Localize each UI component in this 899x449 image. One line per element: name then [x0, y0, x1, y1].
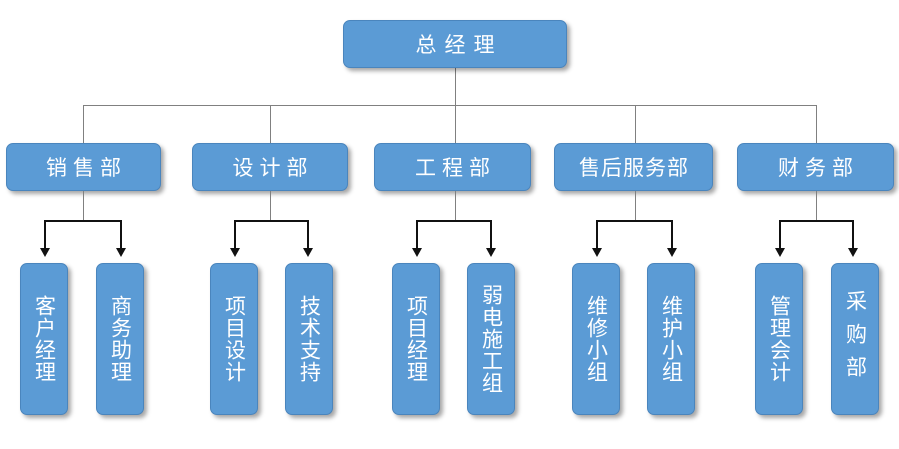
dept-connector-5	[816, 105, 817, 143]
unit-node-5-1: 管理会计	[755, 263, 803, 415]
dept-4-arrow-right-head	[667, 248, 677, 257]
dept-3-arrow-right-shaft	[490, 220, 492, 249]
dept-2-down-connector	[270, 191, 271, 221]
department-node-1: 销售部	[6, 143, 161, 191]
dept-3-down-connector	[455, 191, 456, 221]
unit-label: 技术支持	[297, 295, 322, 383]
unit-node-4-2: 维护小组	[647, 263, 695, 415]
dept-4-down-connector	[635, 191, 636, 221]
dept-1-split-line	[44, 220, 122, 222]
dept-4-arrow-right-shaft	[671, 220, 673, 249]
dept-2-split-line	[234, 220, 309, 222]
department-label: 工程部	[415, 156, 496, 180]
root-label: 总经理	[415, 33, 503, 57]
root-node: 总经理	[343, 20, 567, 68]
dept-5-arrow-right-shaft	[852, 220, 854, 249]
dept-2-arrow-right-head	[303, 248, 313, 257]
department-node-5: 财务部	[737, 143, 894, 191]
unit-label: 采购部	[843, 289, 868, 389]
unit-node-2-2: 技术支持	[285, 263, 333, 415]
unit-label: 维护小组	[659, 295, 684, 383]
root-connector	[455, 68, 456, 106]
unit-node-1-2: 商务助理	[96, 263, 144, 415]
department-node-3: 工程部	[374, 143, 531, 191]
unit-node-2-1: 项目设计	[210, 263, 258, 415]
dept-5-arrow-left-shaft	[779, 220, 781, 249]
unit-label: 商务助理	[108, 295, 133, 383]
dept-3-arrow-left-shaft	[416, 220, 418, 249]
department-label: 售后服务部	[579, 156, 689, 180]
dept-5-arrow-right-head	[848, 248, 858, 257]
dept-2-arrow-right-shaft	[307, 220, 309, 249]
dept-1-arrow-left-shaft	[44, 220, 46, 249]
dept-3-split-line	[416, 220, 492, 222]
unit-label: 弱电施工组	[479, 284, 504, 394]
unit-label: 项目经理	[404, 295, 429, 383]
dept-5-down-connector	[816, 191, 817, 221]
department-bus	[83, 105, 817, 106]
dept-connector-1	[83, 105, 84, 143]
department-label: 销售部	[46, 156, 127, 180]
unit-node-5-2: 采购部	[831, 263, 879, 415]
dept-2-arrow-left-shaft	[234, 220, 236, 249]
dept-3-arrow-left-head	[412, 248, 422, 257]
dept-4-split-line	[596, 220, 673, 222]
dept-connector-2	[270, 105, 271, 143]
dept-5-split-line	[779, 220, 854, 222]
dept-connector-3	[455, 105, 456, 143]
unit-label: 客户经理	[32, 295, 57, 383]
unit-node-3-1: 项目经理	[392, 263, 440, 415]
dept-1-arrow-right-shaft	[120, 220, 122, 249]
dept-5-arrow-left-head	[775, 248, 785, 257]
dept-4-arrow-left-shaft	[596, 220, 598, 249]
dept-1-arrow-right-head	[116, 248, 126, 257]
dept-connector-4	[635, 105, 636, 143]
department-node-4: 售后服务部	[554, 143, 713, 191]
unit-node-3-2: 弱电施工组	[467, 263, 515, 415]
dept-3-arrow-right-head	[486, 248, 496, 257]
dept-1-arrow-left-head	[40, 248, 50, 257]
unit-label: 项目设计	[222, 295, 247, 383]
department-label: 设计部	[232, 156, 314, 180]
dept-2-arrow-left-head	[230, 248, 240, 257]
unit-label: 维修小组	[584, 295, 609, 383]
unit-node-1-1: 客户经理	[20, 263, 68, 415]
department-label: 财务部	[778, 156, 859, 180]
unit-label: 管理会计	[767, 295, 792, 383]
dept-4-arrow-left-head	[592, 248, 602, 257]
department-node-2: 设计部	[192, 143, 348, 191]
dept-1-down-connector	[83, 191, 84, 221]
unit-node-4-1: 维修小组	[572, 263, 620, 415]
